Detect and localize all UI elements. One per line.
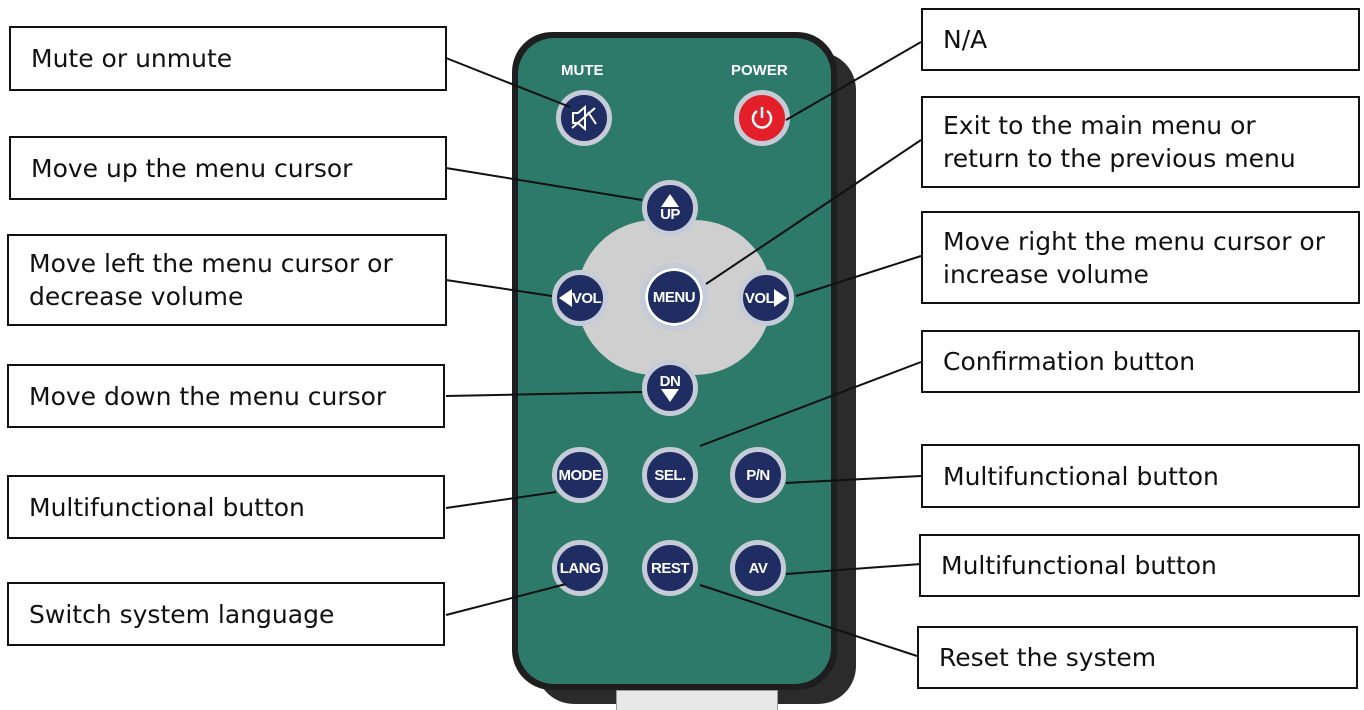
callout-pn-text: Multifunctional button bbox=[943, 461, 1219, 491]
up-button[interactable]: UP bbox=[642, 180, 698, 236]
callout-menu: Exit to the main menu or return to the p… bbox=[921, 96, 1360, 188]
power-button[interactable] bbox=[734, 90, 790, 146]
callout-lang: Switch system language bbox=[7, 582, 445, 646]
callout-mode-text: Multifunctional button bbox=[29, 492, 305, 522]
vol-right-button[interactable]: VOL bbox=[738, 270, 794, 326]
callout-down-text: Move down the menu cursor bbox=[29, 381, 387, 411]
av-label: AV bbox=[748, 559, 768, 577]
callout-down: Move down the menu cursor bbox=[7, 364, 445, 428]
mode-button[interactable]: MODE bbox=[552, 447, 608, 503]
lang-button[interactable]: LANG bbox=[552, 540, 608, 596]
up-label: UP bbox=[660, 206, 680, 223]
sel-button[interactable]: SEL. bbox=[642, 447, 698, 503]
vol-left-button[interactable]: VOL bbox=[552, 270, 608, 326]
callout-power-text: N/A bbox=[943, 25, 988, 54]
callout-menu-line2: return to the previous menu bbox=[943, 144, 1296, 173]
callout-menu-line1: Exit to the main menu or bbox=[943, 111, 1256, 140]
callout-rest-text: Reset the system bbox=[939, 643, 1157, 672]
callout-right-line1: Move right the menu cursor or bbox=[943, 226, 1326, 256]
menu-button[interactable]: MENU bbox=[640, 263, 708, 331]
sel-label: SEL. bbox=[654, 466, 686, 484]
callout-power: N/A bbox=[921, 8, 1360, 71]
callout-rest: Reset the system bbox=[917, 626, 1358, 689]
mode-label: MODE bbox=[558, 466, 603, 484]
rest-button[interactable]: REST bbox=[642, 540, 698, 596]
vol-right-label: VOL bbox=[744, 289, 775, 307]
arrow-left-icon bbox=[558, 289, 572, 307]
callout-left-line1: Move left the menu cursor or bbox=[29, 249, 393, 278]
arrow-up-icon bbox=[661, 194, 679, 207]
mute-button[interactable] bbox=[556, 90, 612, 146]
vol-left-label: VOL bbox=[571, 289, 602, 307]
power-icon bbox=[751, 107, 773, 129]
callout-up-text: Move up the menu cursor bbox=[31, 153, 353, 183]
callout-pn: Multifunctional button bbox=[921, 444, 1360, 508]
mute-label: MUTE bbox=[561, 62, 604, 79]
callout-left: Move left the menu cursor or decrease vo… bbox=[7, 234, 447, 326]
callout-left-line2: decrease volume bbox=[29, 282, 244, 311]
callout-av: Multifunctional button bbox=[919, 534, 1360, 597]
callout-mode: Multifunctional button bbox=[7, 475, 445, 539]
pn-label: P/N bbox=[746, 466, 770, 484]
down-button[interactable]: DN bbox=[642, 360, 698, 416]
arrow-right-icon bbox=[774, 289, 788, 307]
power-label: POWER bbox=[731, 62, 788, 79]
callout-right-line2: increase volume bbox=[943, 259, 1149, 289]
remote-connector bbox=[616, 690, 778, 710]
callout-av-text: Multifunctional button bbox=[941, 551, 1217, 580]
speaker-muted-icon bbox=[571, 104, 597, 132]
callout-sel: Confirmation button bbox=[921, 330, 1360, 393]
callout-lang-text: Switch system language bbox=[29, 599, 335, 629]
arrow-down-icon bbox=[660, 389, 679, 402]
callout-mute: Mute or unmute bbox=[9, 26, 447, 91]
lang-label: LANG bbox=[559, 559, 601, 577]
rest-label: REST bbox=[650, 559, 690, 577]
callout-right: Move right the menu cursor or increase v… bbox=[921, 211, 1360, 304]
menu-label: MENU bbox=[652, 288, 696, 306]
down-label: DN bbox=[659, 373, 681, 390]
pn-button[interactable]: P/N bbox=[730, 447, 786, 503]
callout-mute-text: Mute or unmute bbox=[31, 44, 233, 73]
callout-up: Move up the menu cursor bbox=[9, 136, 447, 200]
callout-sel-text: Confirmation button bbox=[943, 347, 1196, 376]
av-button[interactable]: AV bbox=[730, 540, 786, 596]
